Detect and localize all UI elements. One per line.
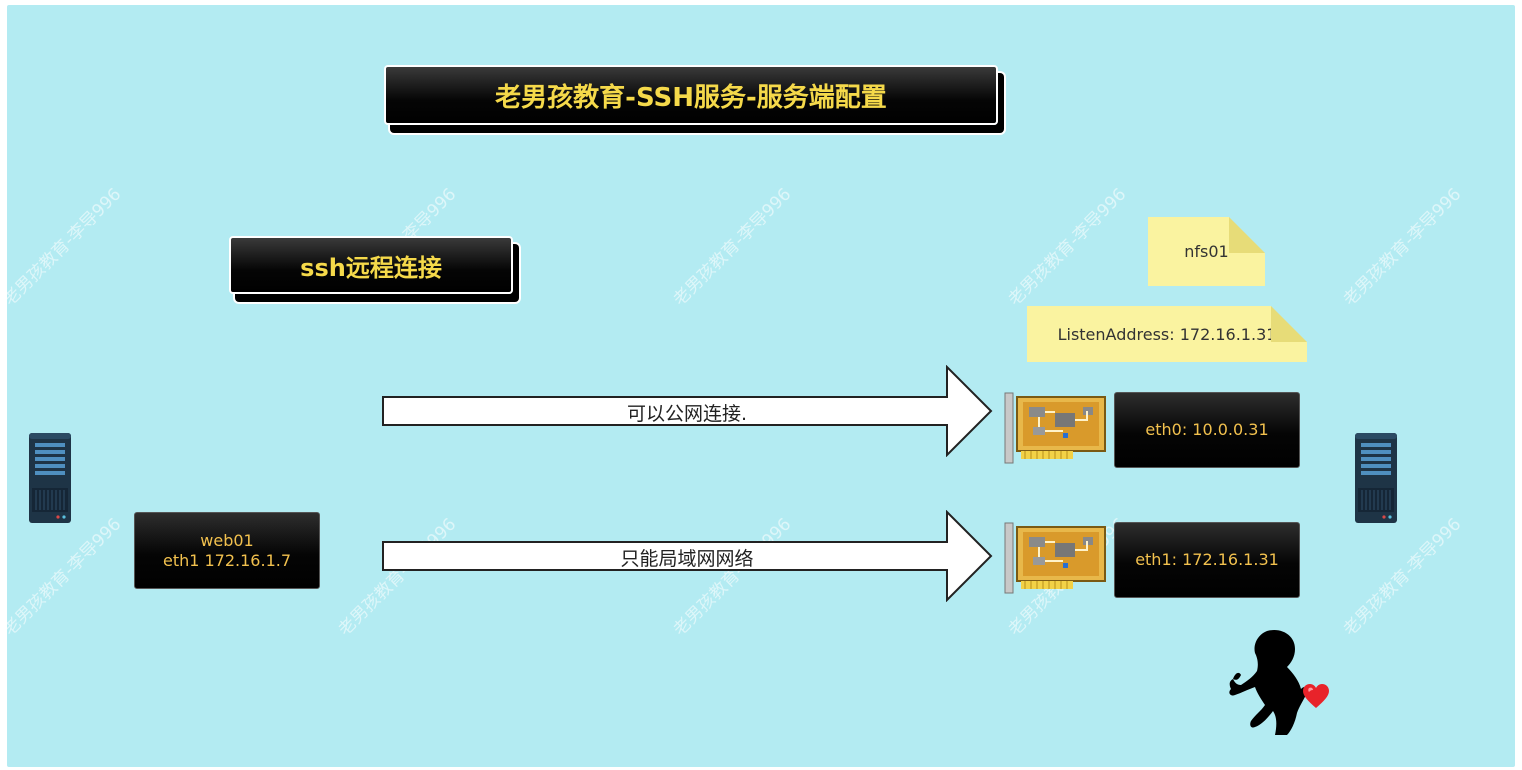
nic-eth0-label: eth0: 10.0.0.31 xyxy=(1145,420,1269,439)
server-icon xyxy=(29,433,71,523)
server-icon xyxy=(1355,433,1397,523)
lan-connection-label: 只能局域网网络 xyxy=(620,548,754,570)
client-address: eth1 172.16.1.7 xyxy=(162,550,292,570)
note-fold xyxy=(1229,217,1265,253)
main-title: 老男孩教育-SSH服务-服务端配置 xyxy=(384,65,998,125)
public-connection-arrow xyxy=(382,365,993,457)
network-card-icon xyxy=(1004,392,1106,464)
diagram-canvas: 老男孩教育-李导996 老男孩教育-李导996 老男孩教育-李导996 老男孩教… xyxy=(7,5,1515,767)
client-web01-box: web01 eth1 172.16.1.7 xyxy=(134,512,320,589)
woman-silhouette-icon xyxy=(1229,629,1308,735)
ssh-connection-title-text: ssh远程连接 xyxy=(300,253,442,282)
nic-eth0-box: eth0: 10.0.0.31 xyxy=(1114,392,1300,468)
network-card-icon xyxy=(1004,522,1106,594)
main-title-text: 老男孩教育-SSH服务-服务端配置 xyxy=(495,82,887,113)
ssh-connection-title: ssh远程连接 xyxy=(229,236,513,294)
watermark: 老男孩教育-李导996 xyxy=(7,184,126,311)
lan-connection-arrow xyxy=(382,510,993,602)
watermark: 老男孩教育-李导996 xyxy=(1004,184,1131,311)
watermark: 老男孩教育-李导996 xyxy=(1339,184,1466,311)
watermark: 老男孩教育-李导996 xyxy=(669,184,796,311)
server-name: nfs01 xyxy=(1184,242,1229,261)
server-name-note: nfs01 xyxy=(1148,217,1265,286)
watermark: 老男孩教育-李导996 xyxy=(7,514,126,641)
note-fold xyxy=(1271,306,1307,342)
nic-eth1-label: eth1: 172.16.1.31 xyxy=(1135,550,1279,569)
listen-address: ListenAddress: 172.16.1.31 xyxy=(1057,324,1277,344)
listen-address-note: ListenAddress: 172.16.1.31 xyxy=(1027,306,1307,362)
public-connection-label: 可以公网连接. xyxy=(626,403,748,425)
client-name: web01 xyxy=(200,530,254,550)
nic-eth1-box: eth1: 172.16.1.31 xyxy=(1114,522,1300,598)
heart-icon xyxy=(1303,684,1329,708)
watermark: 老男孩教育-李导996 xyxy=(1339,514,1466,641)
